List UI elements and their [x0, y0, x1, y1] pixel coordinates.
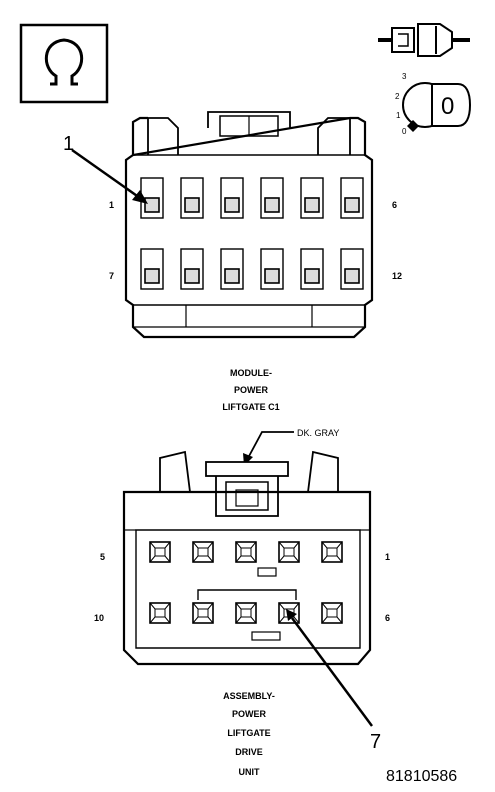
cavity-4	[192, 541, 214, 563]
pin-label-7: 7	[109, 271, 114, 281]
ohm-meter-icon	[19, 23, 109, 104]
svg-text:POWER: POWER	[234, 385, 269, 395]
svg-text:DRIVE: DRIVE	[235, 747, 263, 757]
cavity-4	[260, 177, 284, 219]
top-connector-label: MODULE- POWER LIFTGATE C1	[222, 368, 279, 412]
connector-view-icon	[378, 23, 470, 57]
pin-label-6: 6	[385, 613, 390, 623]
callout-7: 7	[370, 731, 381, 753]
cavity-9	[220, 248, 244, 290]
callout-7-arrow	[290, 617, 374, 727]
svg-text:LIFTGATE C1: LIFTGATE C1	[222, 402, 279, 412]
cavity-8	[180, 248, 204, 290]
key-position-0: 0	[402, 127, 407, 136]
callout-1-arrow	[71, 148, 141, 200]
cavity-10	[260, 248, 284, 290]
color-label: DK. GRAY	[297, 428, 339, 438]
cavity-row-2	[140, 248, 364, 290]
pin-label-1: 1	[109, 200, 114, 210]
cavity-1	[321, 541, 343, 563]
bottom-connector: DK. GRAY	[94, 428, 390, 753]
cavity-10	[149, 602, 171, 624]
cavity-7	[140, 248, 164, 290]
key-label: 0	[441, 93, 454, 120]
cavity-row-2	[149, 602, 343, 624]
cavity-8	[235, 602, 257, 624]
callout-1: 1	[63, 133, 74, 155]
bottom-connector-label: ASSEMBLY- POWER LIFTGATE DRIVE UNIT	[223, 691, 275, 777]
cavity-5	[300, 177, 324, 219]
cavity-6	[340, 177, 364, 219]
cavity-6	[321, 602, 343, 624]
figure-id: 81810586	[386, 768, 457, 785]
key-position-3: 3	[402, 72, 407, 81]
cavity-row-1	[140, 177, 364, 219]
svg-text:LIFTGATE: LIFTGATE	[227, 728, 270, 738]
svg-text:UNIT: UNIT	[239, 767, 260, 777]
cavity-11	[300, 248, 324, 290]
cavity-3	[220, 177, 244, 219]
pin-label-5: 5	[100, 552, 105, 562]
cavity-row-1	[149, 541, 343, 563]
cavity-2	[278, 541, 300, 563]
pin-label-12: 12	[392, 271, 402, 281]
pin-label-6: 6	[392, 200, 397, 210]
top-connector: 1 6 7 12 1	[63, 111, 402, 339]
ignition-key-icon: 3 2 1 0 0	[395, 72, 472, 136]
svg-text:MODULE-: MODULE-	[230, 368, 272, 378]
cavity-9	[192, 602, 214, 624]
cavity-3	[235, 541, 257, 563]
pin-label-10: 10	[94, 613, 104, 623]
cavity-2	[180, 177, 204, 219]
cavity-5	[149, 541, 171, 563]
svg-text:POWER: POWER	[232, 709, 267, 719]
key-position-1: 1	[396, 111, 401, 120]
pin-label-1: 1	[385, 552, 390, 562]
key-position-2: 2	[395, 92, 400, 101]
cavity-12	[340, 248, 364, 290]
svg-text:ASSEMBLY-: ASSEMBLY-	[223, 691, 275, 701]
